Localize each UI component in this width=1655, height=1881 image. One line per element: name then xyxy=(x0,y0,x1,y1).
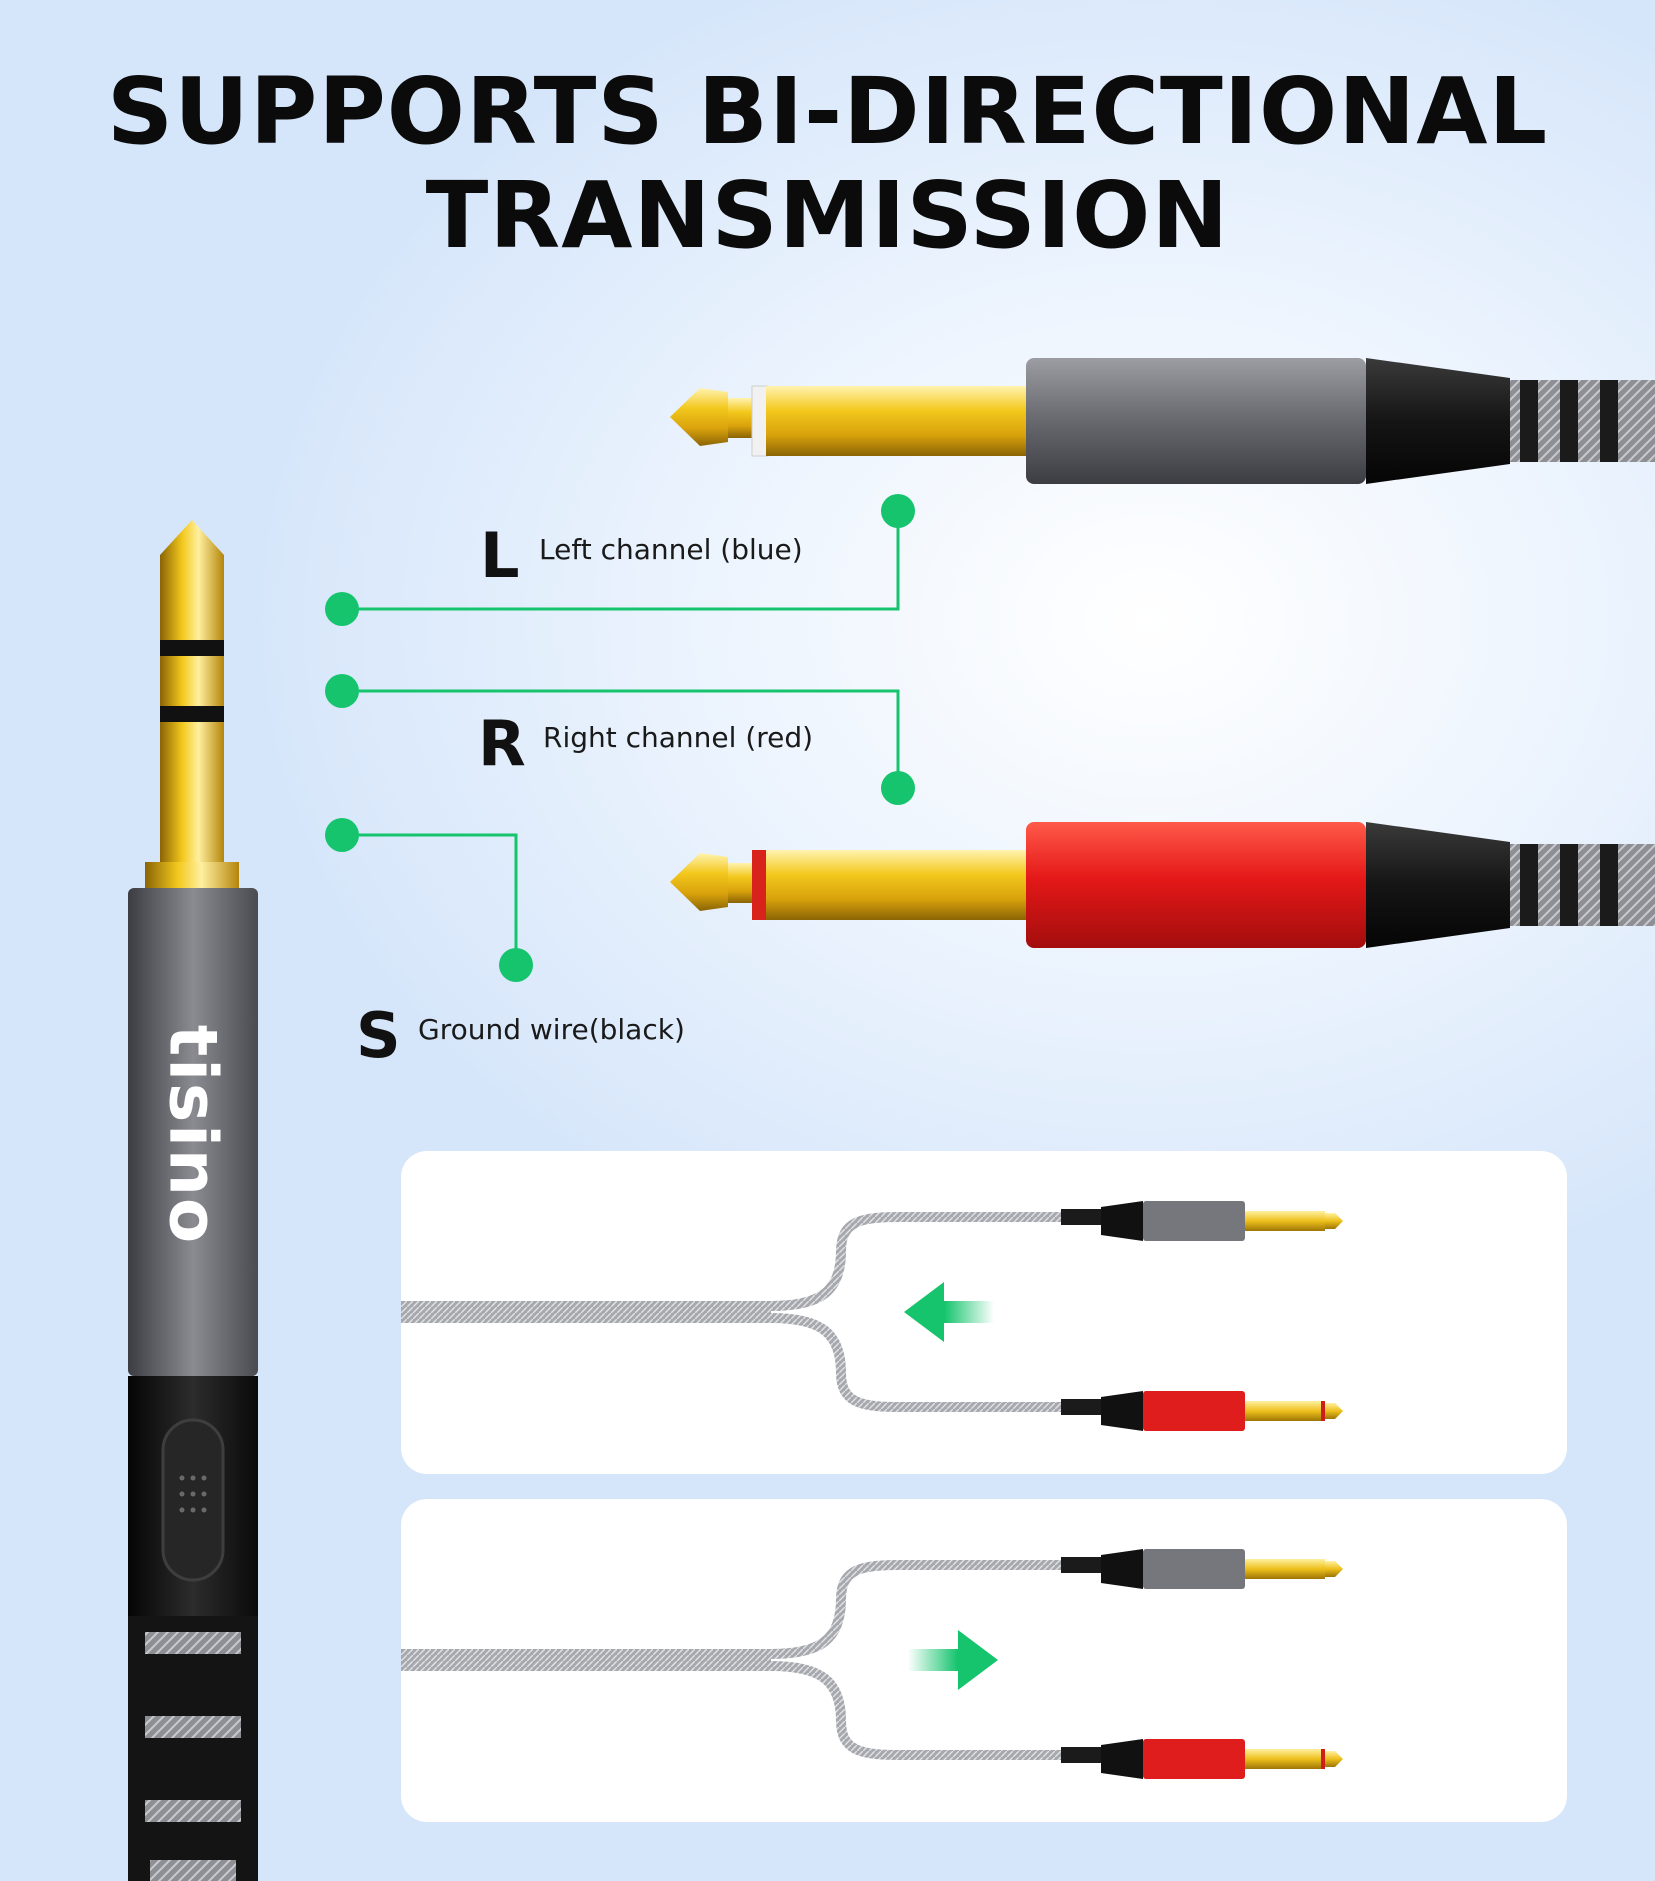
title-line-1: SUPPORTS BI-DIRECTIONAL xyxy=(106,58,1549,165)
title-line-2: TRANSMISSION xyxy=(425,162,1230,269)
left-channel-plug xyxy=(670,358,1655,484)
channel-letter-s: S xyxy=(356,999,401,1072)
channel-label-ground: Ground wire(black) xyxy=(418,1013,685,1046)
connection-dots xyxy=(325,494,915,982)
direction-panel-send xyxy=(401,1499,1567,1822)
channel-label-right: Right channel (red) xyxy=(543,721,814,754)
channel-letter-l: L xyxy=(480,519,520,592)
channel-label-left: Left channel (blue) xyxy=(539,533,803,566)
stereo-trs-plug xyxy=(128,520,258,1881)
arrow-right-icon xyxy=(908,1630,998,1690)
page-title: SUPPORTS BI-DIRECTIONAL TRANSMISSION xyxy=(0,60,1655,268)
arrow-left-icon xyxy=(904,1282,994,1342)
direction-panel-receive xyxy=(401,1151,1567,1474)
channel-letter-r: R xyxy=(478,707,526,780)
right-channel-plug xyxy=(670,822,1655,948)
connection-lines xyxy=(342,511,900,965)
